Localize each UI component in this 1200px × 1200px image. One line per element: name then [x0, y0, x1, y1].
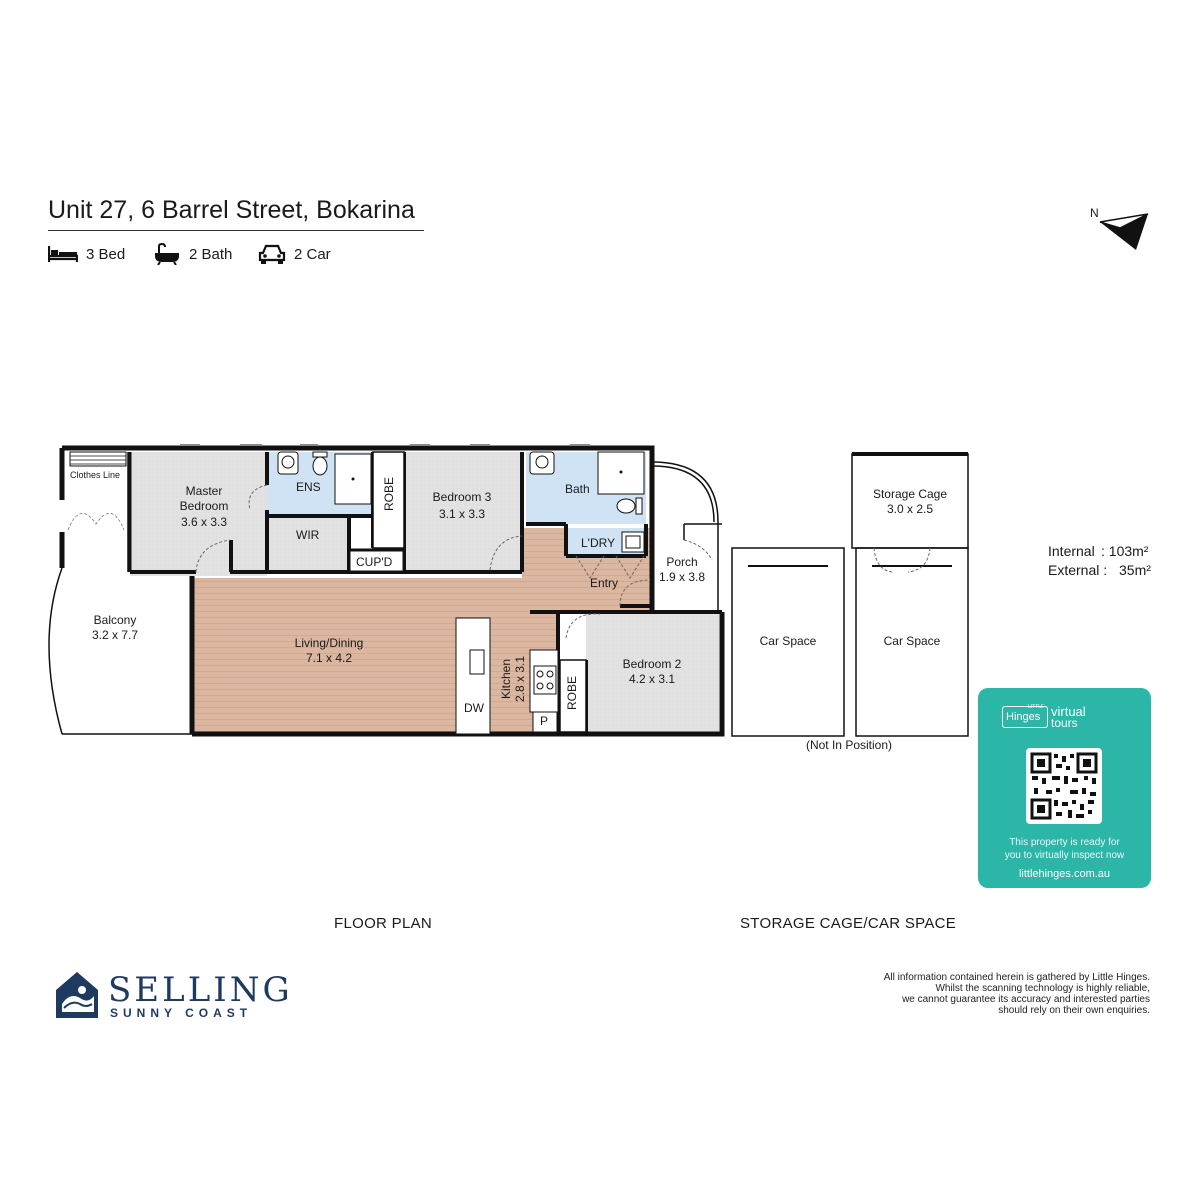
virtual-tour-card[interactable]: LITTLE Hinges virtual tours This propert… [978, 688, 1151, 888]
living-dining-label: Living/Dining [294, 636, 364, 650]
vt-brand-small: LITTLE [1028, 704, 1045, 710]
disclaimer-text: All information contained herein is gath… [883, 972, 1150, 1016]
qr-code-icon [1030, 752, 1098, 820]
entry-label: Entry [590, 576, 619, 590]
clothes-line-label: Clothes Line [70, 470, 121, 480]
robe-2-label: ROBE [565, 675, 579, 710]
floor-plan-caption: FLOOR PLAN [334, 915, 433, 932]
porch-label: Porch [666, 555, 698, 569]
living-floor [192, 578, 558, 734]
master-bedroom-label: Master Bedroom [179, 484, 229, 513]
vt-message: This property is ready for you to virtua… [1004, 837, 1125, 861]
kitchen-island [455, 617, 491, 735]
car-space-1-label: Car Space [759, 634, 817, 648]
car-space-2-label: Car Space [883, 634, 941, 648]
bed3-floor [404, 452, 522, 572]
compass-icon [1099, 213, 1149, 250]
dishwasher-label: DW [464, 701, 484, 715]
storage-cage-size: 3.0 x 2.5 [886, 502, 934, 516]
north-label: N [1090, 206, 1099, 220]
feature-bed: 3 Bed [48, 242, 125, 266]
not-in-position-note: (Not In Position) [805, 738, 893, 752]
robe-label: ROBE [382, 476, 396, 511]
bath-label: Bath [565, 482, 590, 496]
cupd-label: CUP'D [356, 555, 393, 569]
feature-bed-label: 3 Bed [86, 245, 126, 263]
storage-cage-label: Storage Cage [872, 487, 948, 501]
porch-size: 1.9 x 3.8 [658, 570, 706, 584]
feature-bath-label: 2 Bath [189, 245, 233, 263]
feature-car-label: 2 Car [294, 245, 331, 263]
qr-code[interactable] [1026, 748, 1102, 824]
bed2-floor [586, 612, 719, 732]
vt-product-1: virtual [1051, 704, 1086, 719]
bath-icon [155, 243, 179, 265]
clothes-line-mark [69, 451, 127, 467]
laundry-label: L'DRY [581, 536, 616, 550]
internal-area-value: : 103m² [1101, 543, 1149, 559]
master-floor [130, 452, 267, 576]
vt-product-2: tours [1051, 716, 1078, 730]
property-address-title: Unit 27, 6 Barrel Street, Bokarina [48, 196, 415, 224]
car-icon [258, 244, 286, 264]
ens-label: ENS [296, 480, 321, 494]
storage-caption: STORAGE CAGE/CAR SPACE [740, 915, 957, 932]
hinges-logo-box [1002, 706, 1048, 728]
bedroom-3-size: 3.1 x 3.3 [438, 507, 486, 521]
feature-bath: 2 Bath [153, 242, 232, 266]
bedroom-3-label: Bedroom 3 [432, 490, 492, 504]
balcony-size: 3.2 x 7.7 [91, 628, 139, 642]
brand-sub: SUNNY COAST [110, 1006, 253, 1020]
feature-car: 2 Car [258, 242, 331, 266]
vt-brand: Hinges [1006, 711, 1041, 723]
external-area-label: External : [1048, 562, 1108, 578]
title-divider [48, 230, 424, 231]
wave-house-icon [56, 972, 98, 1018]
living-dining-size: 7.1 x 4.2 [305, 651, 353, 665]
pantry-label: P [540, 714, 549, 728]
wir-label: WIR [296, 528, 320, 542]
master-bedroom-size: 3.6 x 3.3 [180, 515, 228, 529]
bedroom-2-label: Bedroom 2 [622, 657, 682, 671]
wir-floor [267, 518, 349, 572]
kitchen-label: Kitchen 2.8 x 3.1 [499, 655, 527, 703]
brand-name: SELLING [108, 970, 293, 1010]
internal-area-label: Internal [1048, 543, 1095, 559]
vt-url[interactable]: littlehinges.com.au [1018, 868, 1111, 880]
external-area-value: 35m² [1119, 562, 1151, 578]
bedroom-2-size: 4.2 x 3.1 [628, 672, 676, 686]
bed-icon [48, 246, 78, 262]
balcony-label: Balcony [93, 613, 137, 627]
